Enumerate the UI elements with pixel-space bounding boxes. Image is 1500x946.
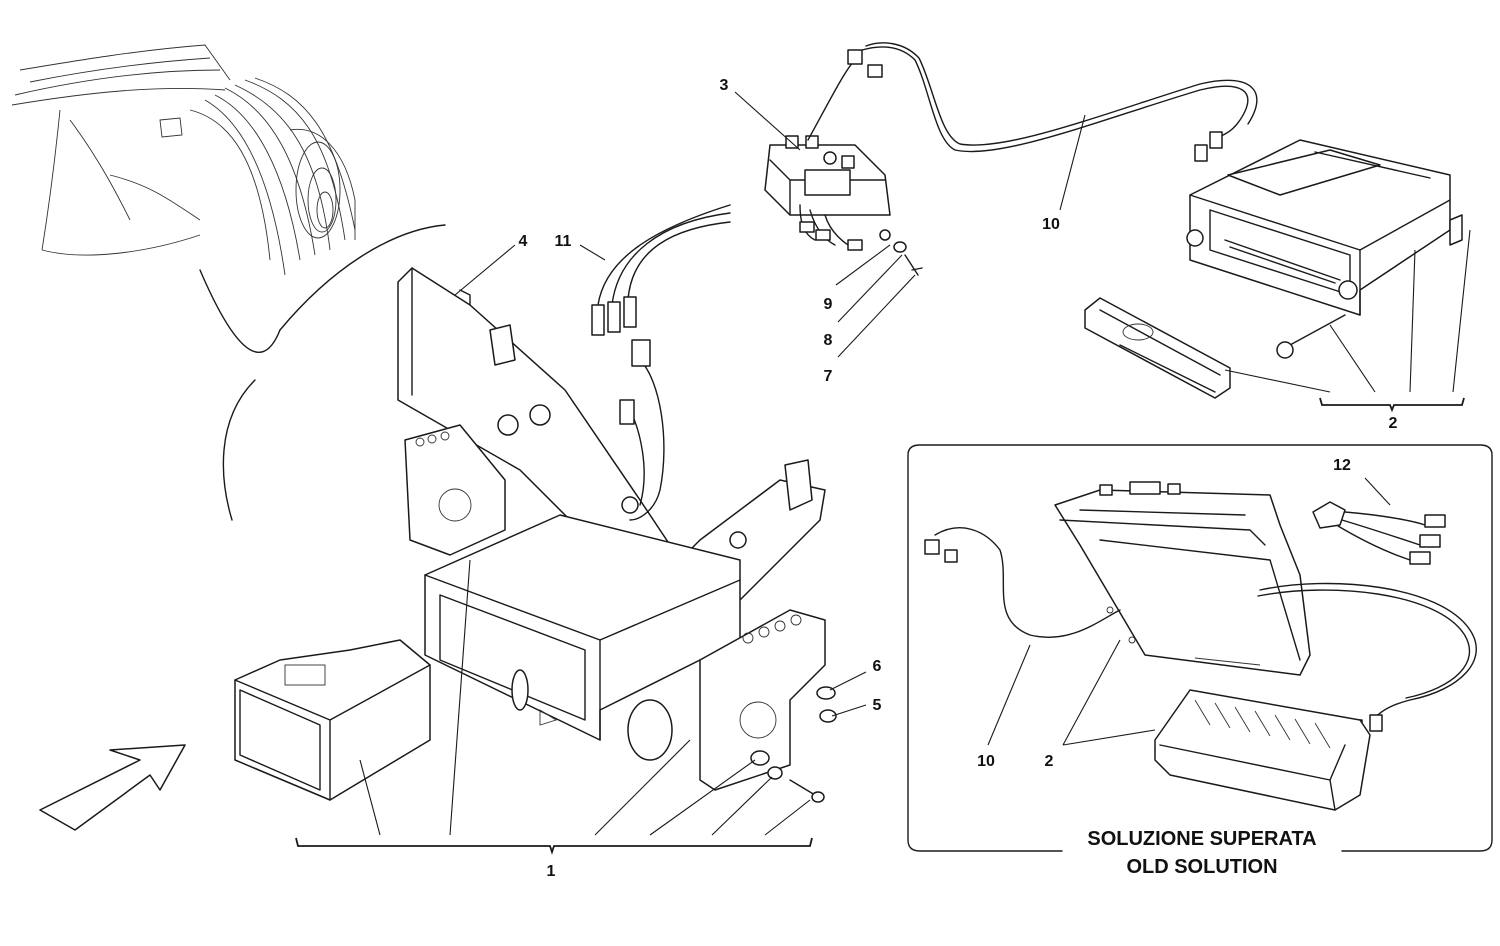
callout-labels: 1 2 2 3 4 5 6 7 8 9 10 10 11 12 xyxy=(519,77,1398,880)
view-direction-arrow xyxy=(39,744,186,831)
vehicle-locator-view xyxy=(11,44,446,521)
bracket-2-top xyxy=(1319,397,1465,413)
screw-set-7-8-9 xyxy=(879,229,923,276)
leader-lines xyxy=(359,91,1471,836)
old-solution-inset xyxy=(907,444,1493,852)
inset-caption-line-1: SOLUZIONE SUPERATA xyxy=(1087,828,1316,850)
harness-10-top xyxy=(807,42,1258,162)
bracket-1 xyxy=(295,837,813,855)
callout-10-inset: 10 xyxy=(977,753,995,770)
washer-and-bolt xyxy=(750,750,825,803)
module-3 xyxy=(764,135,891,251)
callout-3: 3 xyxy=(720,77,729,94)
callout-10-top: 10 xyxy=(1042,216,1060,233)
callout-9: 9 xyxy=(824,296,833,313)
cd-changer-1 xyxy=(424,514,741,761)
callout-6: 6 xyxy=(873,658,882,675)
callout-11: 11 xyxy=(555,233,572,250)
removal-key-2 xyxy=(1276,314,1346,359)
bracket-4 xyxy=(397,267,826,621)
side-bracket-right xyxy=(699,609,826,791)
callout-1: 1 xyxy=(547,863,556,880)
radio-unit-2 xyxy=(1186,139,1463,316)
faceplate-2 xyxy=(1084,297,1231,399)
inset-caption-line-2: OLD SOLUTION xyxy=(1126,856,1277,878)
callout-4: 4 xyxy=(519,233,528,250)
nut-5 xyxy=(819,709,837,723)
callout-2-inset: 2 xyxy=(1045,753,1054,770)
callout-12: 12 xyxy=(1333,457,1351,474)
callout-7: 7 xyxy=(824,368,833,385)
callout-5: 5 xyxy=(873,697,882,714)
side-bracket-left xyxy=(404,424,506,556)
cd-magazine-1 xyxy=(234,639,431,801)
cable-harness-11 xyxy=(591,204,731,521)
callout-8: 8 xyxy=(824,332,833,349)
callout-2-top: 2 xyxy=(1389,415,1398,432)
